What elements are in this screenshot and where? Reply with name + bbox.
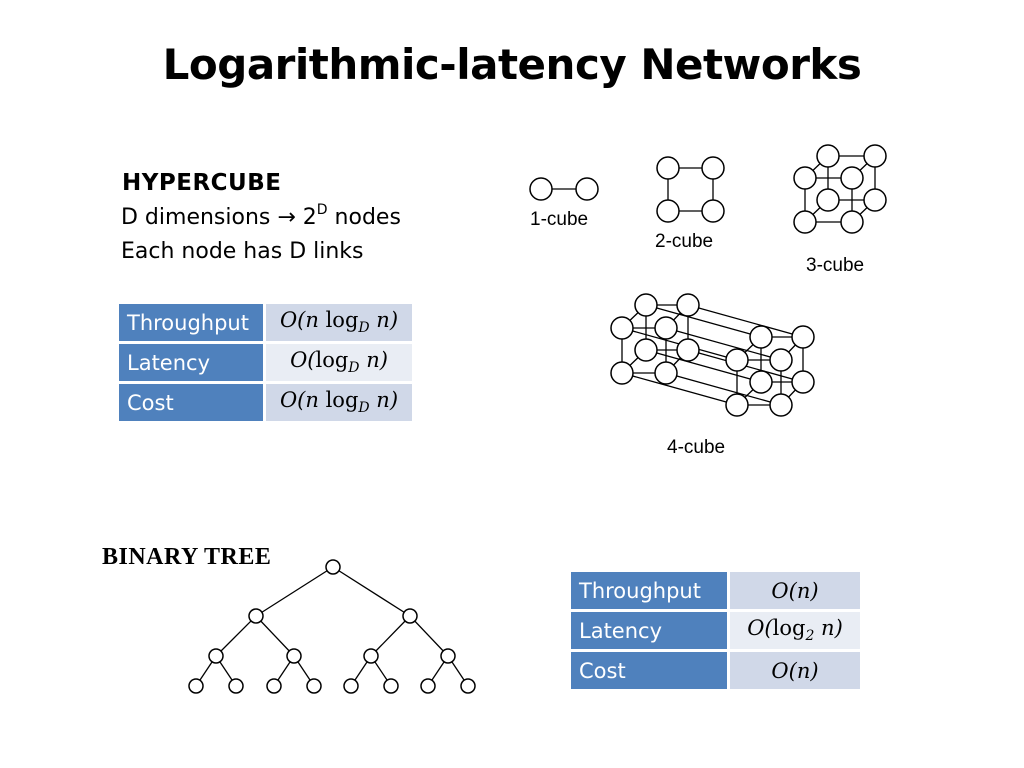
node-circle — [701, 156, 725, 180]
node-circle — [656, 156, 680, 180]
link-line — [332, 566, 411, 617]
link-line — [370, 615, 411, 657]
node-circle — [634, 293, 658, 317]
dimensions-text-prefix: D dimensions → 2 — [121, 205, 317, 230]
node-circle — [325, 559, 341, 575]
link-line — [665, 372, 782, 406]
node-circle — [676, 293, 700, 317]
node-circle — [791, 325, 815, 349]
row-label: Latency — [119, 344, 266, 384]
hypercube-dimensions-text: D dimensions → 2D nodes — [121, 202, 401, 230]
row-value: O(n) — [730, 572, 860, 612]
node-circle — [286, 648, 302, 664]
node-circle — [266, 678, 282, 694]
row-value: O(n logD n) — [266, 304, 412, 344]
node-circle — [749, 370, 773, 394]
dimensions-exponent: D — [316, 202, 328, 218]
link-line — [645, 304, 762, 338]
link-line — [645, 349, 762, 383]
node-circle — [306, 678, 322, 694]
node-circle — [654, 361, 678, 385]
one-cube-label: 1-cube — [530, 209, 589, 230]
node-circle — [402, 608, 418, 624]
node-circle — [676, 338, 700, 362]
node-circle — [343, 678, 359, 694]
row-value: O(n) — [730, 652, 860, 689]
node-circle — [529, 177, 553, 201]
node-circle — [575, 177, 599, 201]
row-label: Cost — [571, 652, 730, 689]
row-label: Latency — [571, 612, 730, 652]
node-circle — [793, 210, 817, 234]
node-circle — [725, 393, 749, 417]
two-cube-diagram — [656, 156, 725, 223]
node-circle — [725, 348, 749, 372]
row-value: O(logD n) — [266, 344, 412, 384]
row-label: Throughput — [119, 304, 266, 344]
node-circle — [634, 338, 658, 362]
node-circle — [248, 608, 264, 624]
node-circle — [840, 166, 864, 190]
node-circle — [816, 144, 840, 168]
one-cube-diagram — [529, 177, 599, 201]
link-line — [409, 615, 449, 657]
row-label: Throughput — [571, 572, 730, 612]
node-circle — [610, 316, 634, 340]
link-line — [665, 327, 782, 361]
node-circle — [863, 188, 887, 212]
link-line — [621, 372, 738, 406]
node-circle — [791, 370, 815, 394]
node-circle — [610, 361, 634, 385]
node-circle — [840, 210, 864, 234]
row-value: O(log2 n) — [730, 612, 860, 652]
binary-tree-heading: BINARY TREE — [102, 544, 272, 570]
node-circle — [816, 188, 840, 212]
node-circle — [460, 678, 476, 694]
link-line — [215, 615, 257, 657]
node-circle — [654, 316, 678, 340]
node-circle — [769, 393, 793, 417]
node-circle — [656, 199, 680, 223]
node-circle — [701, 199, 725, 223]
three-cube-diagram — [793, 144, 887, 234]
node-circle — [863, 144, 887, 168]
node-circle — [420, 678, 436, 694]
four-cube-diagram — [610, 293, 815, 417]
row-label: Cost — [119, 384, 266, 421]
node-circle — [228, 678, 244, 694]
hypercube-links-text: Each node has D links — [121, 239, 364, 264]
hypercube-heading: HYPERCUBE — [122, 170, 282, 196]
dimensions-text-suffix: nodes — [327, 205, 401, 230]
link-line — [255, 615, 295, 657]
node-circle — [208, 648, 224, 664]
link-line — [687, 304, 804, 338]
node-circle — [769, 348, 793, 372]
node-circle — [793, 166, 817, 190]
link-line — [255, 566, 334, 617]
node-circle — [440, 648, 456, 664]
node-circle — [749, 325, 773, 349]
two-cube-label: 2-cube — [655, 231, 714, 252]
node-circle — [383, 678, 399, 694]
four-cube-label: 4-cube — [667, 437, 726, 458]
node-circle — [363, 648, 379, 664]
binary-tree-diagram — [188, 559, 476, 694]
node-circle — [188, 678, 204, 694]
three-cube-label: 3-cube — [806, 255, 865, 276]
slide-title: Logarithmic-latency Networks — [162, 40, 862, 89]
row-value: O(n logD n) — [266, 384, 412, 421]
